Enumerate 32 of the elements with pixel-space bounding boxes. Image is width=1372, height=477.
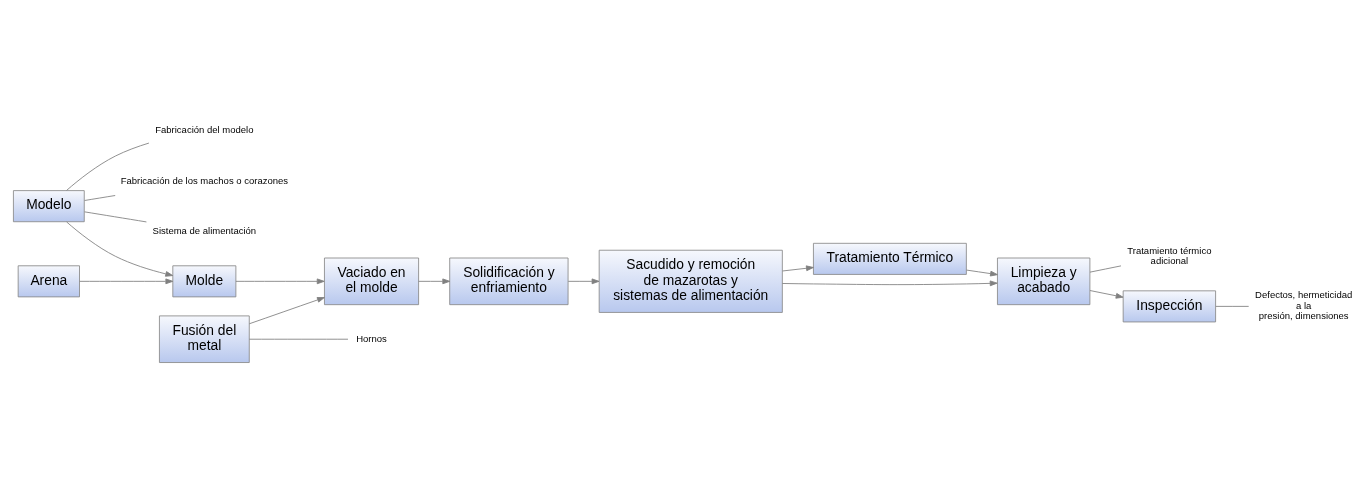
connector	[248, 338, 349, 340]
arrow	[567, 278, 600, 284]
arrow	[79, 278, 174, 284]
node-box: Molde	[172, 264, 237, 297]
node-text: Defectos, hermeticidad a la presión, dimensiones	[1255, 288, 1353, 321]
node-text: Sistema de alimentación	[152, 224, 257, 236]
arrow	[235, 278, 325, 284]
node-text: Tratamiento térmico adicional	[1127, 244, 1212, 266]
node-box: Limpieza y acabado	[997, 257, 1091, 305]
node-box: Inspección	[1122, 289, 1217, 322]
node-text: Hornos	[356, 332, 387, 344]
arrow	[966, 269, 998, 276]
arrow	[1089, 289, 1124, 299]
arrow	[782, 280, 998, 286]
connector	[84, 194, 116, 201]
connector	[84, 210, 147, 222]
arrow	[782, 264, 814, 271]
node-box: Modelo	[13, 189, 85, 222]
node-text: Fabricación del modelo	[155, 123, 254, 135]
node-text: Fabricación de los machos o corazones	[120, 174, 289, 186]
node-box: Solidificación y enfriamiento	[449, 257, 569, 305]
arrow	[418, 278, 451, 284]
connector	[1089, 264, 1122, 273]
arrow	[248, 296, 325, 324]
connector	[1215, 305, 1250, 307]
node-box: Vaciado en el molde	[324, 257, 420, 305]
arrow	[66, 221, 174, 277]
node-box: Arena	[17, 264, 80, 297]
node-box: Sacudido y remoción de mazarotas y sistemas de alimentación	[598, 249, 783, 313]
node-box: Tratamiento Térmico	[813, 242, 967, 275]
connector	[66, 142, 150, 191]
node-box: Fusión del metal	[159, 314, 250, 363]
